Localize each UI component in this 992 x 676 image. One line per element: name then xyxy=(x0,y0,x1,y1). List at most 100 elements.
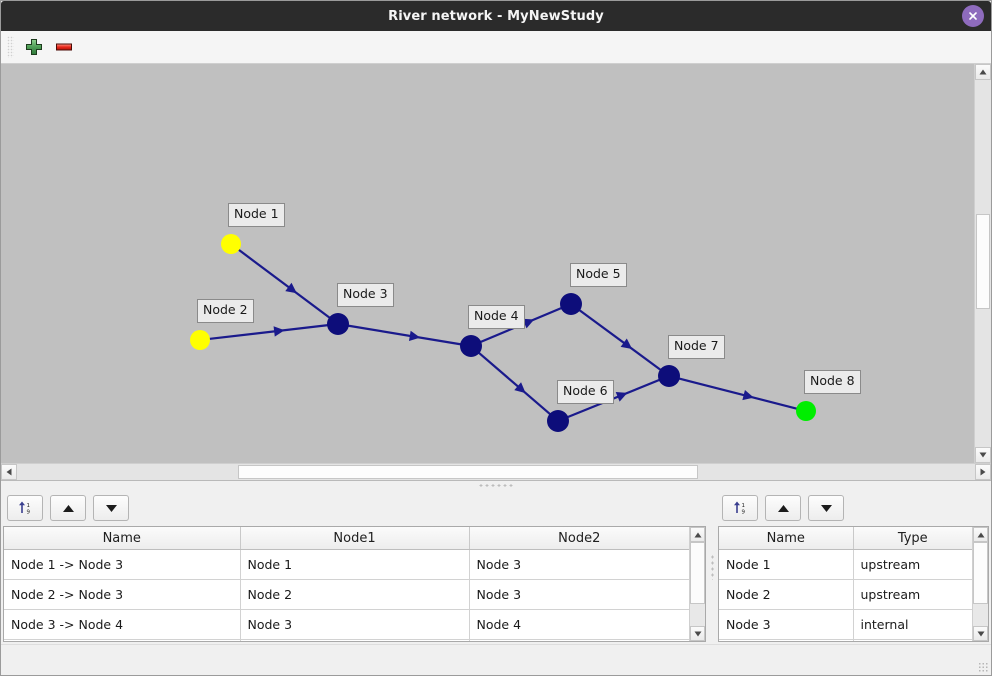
column-header-name[interactable]: Name xyxy=(4,527,241,550)
reaches-scroll-up-button[interactable] xyxy=(690,527,705,542)
nodes-scroll-up-button[interactable] xyxy=(973,527,988,542)
graph-edge[interactable] xyxy=(477,351,552,416)
horizontal-splitter[interactable] xyxy=(1,480,991,490)
table-cell[interactable]: Node 3 -> Node 4 xyxy=(4,609,241,640)
table-cell[interactable]: Node 4 -> Node 5 xyxy=(4,639,241,641)
graph-edge-arrowhead xyxy=(615,391,628,402)
table-cell[interactable]: upstream xyxy=(853,579,972,610)
graph-edge[interactable] xyxy=(347,324,462,346)
graph-node-label[interactable]: Node 3 xyxy=(337,283,394,307)
graph-node[interactable] xyxy=(221,234,241,254)
graph-node[interactable] xyxy=(190,330,210,350)
table-cell[interactable]: Node 4 xyxy=(469,609,689,640)
table-cell[interactable]: Node 3 xyxy=(469,549,689,580)
table-cell[interactable]: Node 2 -> Node 3 xyxy=(4,579,241,610)
graph-scroll-up-button[interactable] xyxy=(975,64,991,80)
table-cell[interactable]: Node 3 xyxy=(719,609,854,640)
table-cell[interactable]: internal xyxy=(853,609,972,640)
window-resize-grip[interactable] xyxy=(978,662,988,672)
triangle-down-icon xyxy=(694,631,701,636)
table-cell[interactable]: Node 3 xyxy=(240,609,470,640)
reaches-vertical-scrollbar[interactable] xyxy=(689,527,705,641)
graph-vscroll-thumb[interactable] xyxy=(976,214,990,309)
nodes-sort-button[interactable]: 1 9 xyxy=(722,495,758,521)
svg-text:1: 1 xyxy=(742,503,746,509)
table-row[interactable]: Node 4internal xyxy=(719,639,972,641)
graph-node-label[interactable]: Node 7 xyxy=(668,335,725,359)
table-cell[interactable]: Node 2 xyxy=(719,579,854,610)
statusbar xyxy=(1,644,991,675)
close-button[interactable] xyxy=(962,5,984,27)
graph-node[interactable] xyxy=(796,401,816,421)
table-cell[interactable]: Node 4 xyxy=(240,639,470,641)
graph-edge[interactable] xyxy=(678,377,798,410)
graph-node[interactable] xyxy=(560,293,582,315)
toolbar-grip[interactable] xyxy=(7,36,14,58)
table-cell[interactable]: Node 2 xyxy=(240,579,470,610)
reaches-sort-button[interactable]: 1 9 xyxy=(7,495,43,521)
graph-scroll-right-button[interactable] xyxy=(975,464,991,480)
reaches-scroll-down-button[interactable] xyxy=(690,626,705,641)
graph-node-label[interactable]: Node 2 xyxy=(197,299,254,323)
graph-horizontal-scrollbar[interactable] xyxy=(1,463,991,480)
nodes-vertical-scrollbar[interactable] xyxy=(972,527,988,641)
graph-node[interactable] xyxy=(547,410,569,432)
nodes-move-down-button[interactable] xyxy=(808,495,844,521)
graph-node[interactable] xyxy=(658,365,680,387)
graph-node-label[interactable]: Node 8 xyxy=(804,370,861,394)
table-cell[interactable]: upstream xyxy=(853,549,972,580)
nodes-scroll-down-button[interactable] xyxy=(973,626,988,641)
column-header-node2[interactable]: Node2 xyxy=(469,527,689,550)
graph-node[interactable] xyxy=(460,335,482,357)
graph-vertical-scrollbar[interactable] xyxy=(974,64,991,463)
column-header-node1[interactable]: Node1 xyxy=(240,527,470,550)
graph-node[interactable] xyxy=(327,313,349,335)
column-header-type[interactable]: Type xyxy=(853,527,972,550)
add-node-button[interactable] xyxy=(19,33,49,61)
table-cell[interactable]: Node 4 xyxy=(719,639,854,641)
triangle-down-icon xyxy=(979,452,987,458)
nodes-vscroll-thumb[interactable] xyxy=(973,542,988,604)
table-cell[interactable]: Node 1 -> Node 3 xyxy=(4,549,241,580)
network-graph-canvas[interactable]: Node 1 Node 2 Node 3 Node 4 Node 5 Node 6 Node… xyxy=(1,64,991,463)
reaches-vscroll-thumb[interactable] xyxy=(690,542,705,604)
table-cell[interactable]: Node 1 xyxy=(719,549,854,580)
table-cell[interactable]: Node 5 xyxy=(469,639,689,641)
graph-node-label[interactable]: Node 4 xyxy=(468,305,525,329)
graph-hscroll-thumb[interactable] xyxy=(238,465,698,479)
graph-viewport[interactable]: Node 1 Node 2 Node 3 Node 4 Node 5 Node 6 Node… xyxy=(1,64,974,463)
graph-node-label[interactable]: Node 1 xyxy=(228,203,285,227)
reaches-move-down-button[interactable] xyxy=(93,495,129,521)
graph-edge[interactable] xyxy=(237,248,331,319)
reaches-move-up-button[interactable] xyxy=(50,495,86,521)
column-header-name[interactable]: Name xyxy=(719,527,854,550)
graph-edge[interactable] xyxy=(578,309,662,371)
triangle-up-icon xyxy=(977,532,984,537)
triangle-up-icon xyxy=(62,504,74,512)
table-cell[interactable]: Node 1 xyxy=(240,549,470,580)
nodes-move-up-button[interactable] xyxy=(765,495,801,521)
graph-node-label[interactable]: Node 6 xyxy=(557,380,614,404)
graph-scroll-left-button[interactable] xyxy=(1,464,17,480)
network-graph-svg[interactable] xyxy=(1,64,974,463)
vertical-splitter[interactable] xyxy=(708,490,716,644)
graph-scroll-down-button[interactable] xyxy=(975,447,991,463)
graph-node-label[interactable]: Node 5 xyxy=(570,263,627,287)
graph-edge[interactable] xyxy=(208,324,329,341)
table-cell[interactable]: Node 3 xyxy=(469,579,689,610)
graph-edge-arrowhead xyxy=(742,390,754,401)
table-cell[interactable]: internal xyxy=(853,639,972,641)
remove-node-button[interactable] xyxy=(49,33,79,61)
